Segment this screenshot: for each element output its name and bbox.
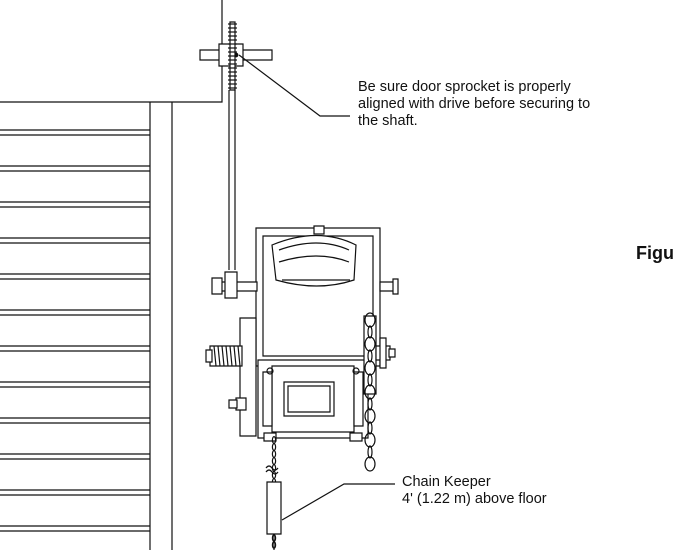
hand-chain-link — [365, 433, 375, 447]
figure-label: Figure — [636, 243, 674, 263]
callout-line: Chain Keeper — [402, 474, 491, 490]
door-hood — [0, 0, 222, 102]
operator-shaft — [212, 272, 398, 298]
callout-line: Be sure door sprocket is properly — [358, 79, 571, 95]
coil-winding — [226, 346, 228, 366]
sprocket-leader-line — [239, 55, 350, 116]
door-shaft — [200, 44, 272, 66]
hand-chain-link — [368, 422, 372, 434]
hand-chain-link — [365, 457, 375, 471]
hand-chain-wheel — [364, 316, 395, 394]
door-curtain — [0, 102, 172, 550]
hand-chain-link — [365, 409, 375, 423]
brake-assembly — [206, 318, 256, 436]
chain-link — [272, 451, 275, 458]
chain-keeper — [267, 482, 281, 550]
hand-chain-link — [368, 446, 372, 458]
chain-keeper-callout: Chain Keeper 4' (1.22 m) above floor — [402, 474, 547, 508]
chain-link — [272, 458, 275, 465]
coil-winding — [238, 346, 240, 366]
hand-chain-link — [365, 385, 375, 399]
motor — [258, 360, 368, 441]
hand-chain-link — [365, 361, 375, 375]
coil-winding — [234, 346, 236, 366]
hand-chain — [365, 313, 375, 471]
drive-chain — [229, 90, 235, 270]
sprocket-alignment-callout: Be sure door sprocket is properly aligne… — [358, 79, 590, 130]
door-slats — [0, 130, 150, 531]
hand-chain-link — [368, 326, 372, 338]
chain-link — [272, 444, 275, 451]
keeper-leader-line — [282, 484, 395, 520]
coil-winding — [214, 346, 216, 366]
hand-chain-link — [365, 337, 375, 351]
operator-housing — [256, 226, 380, 366]
hand-chain-link — [368, 350, 372, 362]
callout-line: 4' (1.22 m) above floor — [402, 491, 547, 507]
hand-chain-link — [368, 374, 372, 386]
door-sprocket — [228, 22, 237, 90]
callout-line: aligned with drive before securing to — [358, 96, 591, 112]
callout-line: the shaft. — [358, 113, 418, 129]
coil-winding — [218, 346, 220, 366]
hand-chain-link — [365, 313, 375, 327]
coil-winding — [222, 346, 224, 366]
hand-chain-link — [368, 398, 372, 410]
coil-winding — [230, 346, 232, 366]
